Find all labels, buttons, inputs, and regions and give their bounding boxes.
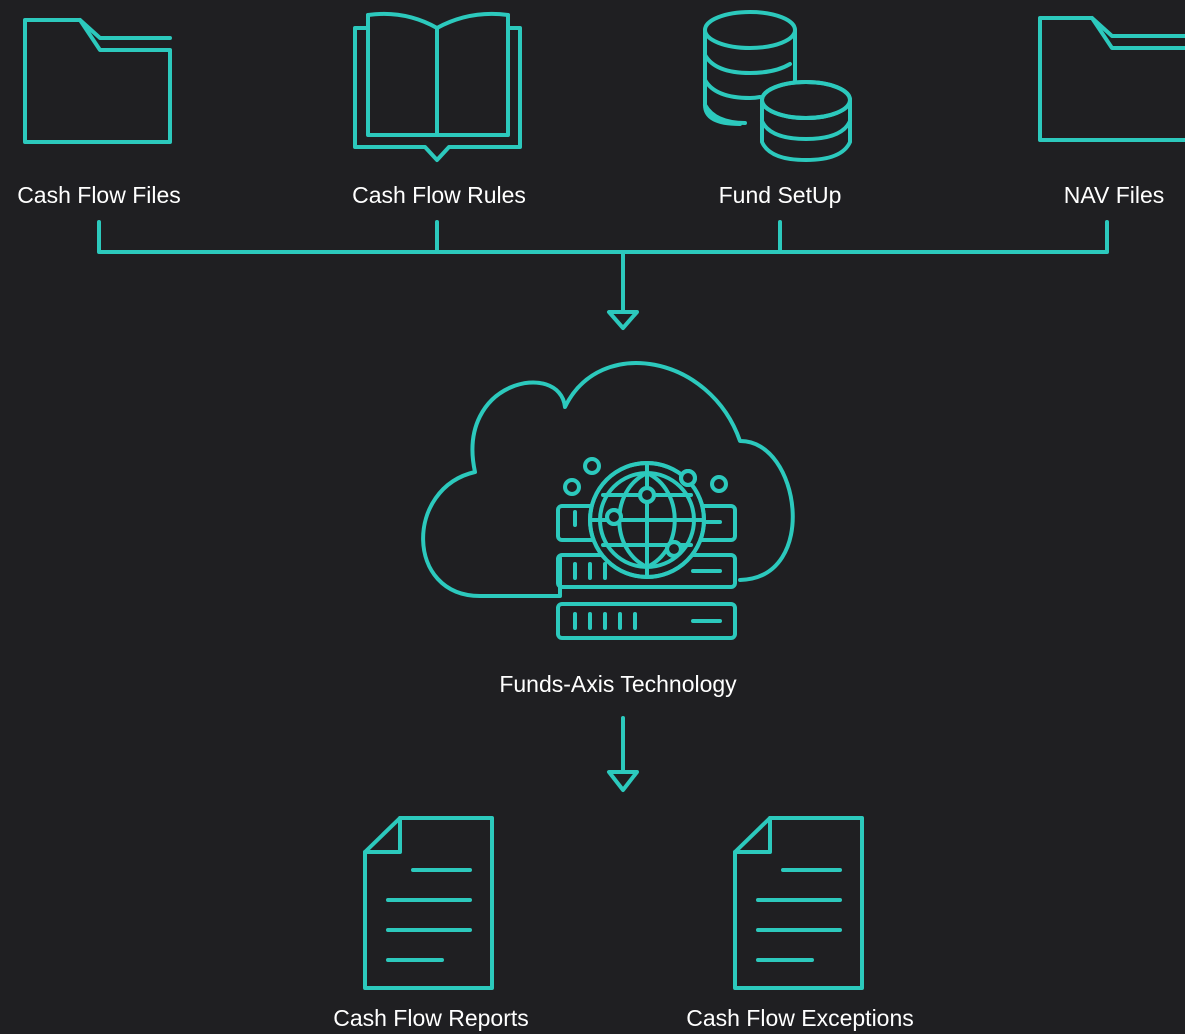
database-icon bbox=[703, 10, 852, 162]
document-icon bbox=[733, 816, 864, 990]
document-icon bbox=[363, 816, 494, 990]
book-icon bbox=[353, 11, 522, 162]
input-label-cash-flow-rules: Cash Flow Rules bbox=[352, 182, 526, 208]
input-label-nav-files: NAV Files bbox=[1064, 182, 1165, 208]
arrow-down-icon bbox=[607, 310, 639, 330]
output-label-cash-flow-exceptions: Cash Flow Exceptions bbox=[686, 1005, 914, 1031]
arrow-down-icon bbox=[607, 770, 639, 792]
cloud-server-globe-icon bbox=[421, 361, 795, 640]
input-label-fund-setup: Fund SetUp bbox=[719, 182, 842, 208]
input-connector bbox=[97, 220, 1109, 314]
input-label-cash-flow-files: Cash Flow Files bbox=[17, 182, 181, 208]
folder-icon bbox=[23, 18, 172, 144]
hub-label: Funds-Axis Technology bbox=[499, 671, 737, 697]
output-label-cash-flow-reports: Cash Flow Reports bbox=[333, 1005, 529, 1031]
folder-icon bbox=[1038, 16, 1185, 142]
